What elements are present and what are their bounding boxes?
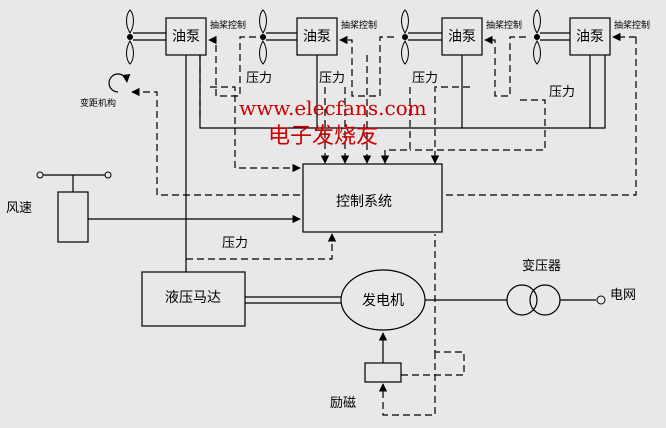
transformer-label: 变压器 (522, 258, 561, 274)
watermark-cn: 电子发烧友 (268, 124, 378, 149)
wind-speed-label: 风速 (6, 201, 32, 216)
pressure-label: 压力 (246, 71, 272, 86)
excitation-label: 励磁 (330, 396, 356, 411)
pitch-control-label: 抽桨控制 (486, 19, 522, 31)
oil-pump-4 (569, 17, 611, 56)
pressure-label: 压力 (222, 236, 248, 251)
oil-pump-label: 油泵 (576, 29, 604, 45)
control-system-box (302, 163, 443, 233)
pressure-label: 压力 (319, 71, 345, 86)
propeller-icon (126, 9, 134, 65)
pitch-control-label: 抽桨控制 (614, 19, 650, 31)
pitch-control-label: 抽桨控制 (210, 19, 246, 31)
grid-terminal-icon (596, 295, 606, 305)
hydraulic-motor-box (141, 271, 246, 327)
propeller-icon (533, 9, 541, 65)
oil-pump-label: 油泵 (172, 29, 200, 45)
anemometer-icon (36, 171, 112, 243)
grid-label: 电网 (610, 288, 636, 303)
pitch-control-label: 抽桨控制 (341, 19, 377, 31)
propeller-icon (259, 9, 267, 65)
oil-pump-1 (165, 17, 207, 56)
oil-pump-label: 油泵 (448, 29, 476, 45)
watermark-url: www.elecfans.com (239, 96, 427, 120)
transformer-icon (506, 284, 561, 316)
hydraulic-motor-label: 液压马达 (165, 290, 221, 306)
pressure-label: 压力 (549, 85, 575, 100)
control-system-label: 控制系统 (336, 194, 392, 210)
pressure-label: 压力 (412, 71, 438, 86)
oil-pump-3 (441, 17, 483, 56)
pitch-mechanism-label: 变距机构 (80, 97, 116, 109)
generator-label: 发电机 (362, 293, 404, 309)
propeller-icon (401, 9, 409, 65)
oil-pump-label: 油泵 (303, 29, 331, 45)
excitation-box (364, 362, 402, 383)
rotation-arrow-icon (108, 73, 131, 93)
